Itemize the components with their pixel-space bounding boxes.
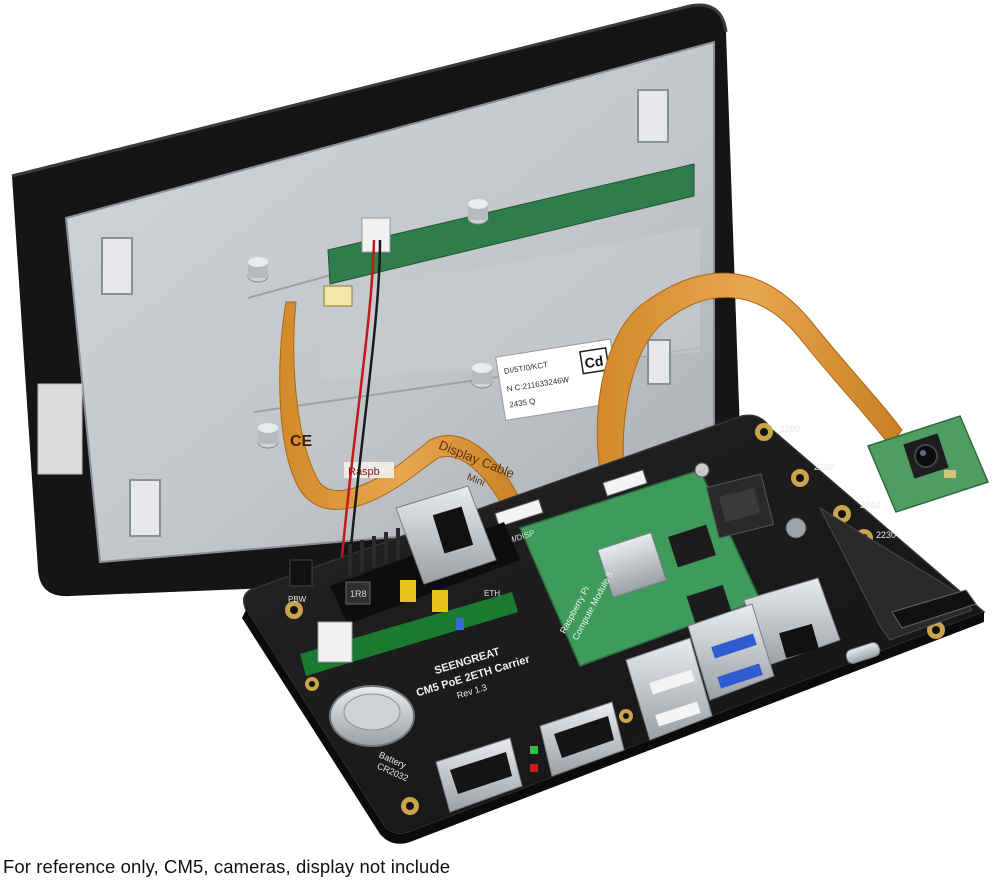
eth-label: ETH (484, 589, 500, 598)
photo-caption: For reference only, CM5, cameras, displa… (3, 856, 451, 877)
display-sticker: Cd DI/5T/0/KCT N C:211633246W 2435 Q (495, 338, 621, 421)
mount-clip (101, 237, 133, 295)
jst-connector (317, 621, 353, 663)
led-green (530, 746, 538, 754)
ssd-size-2260: 2260 (814, 462, 834, 472)
jumper-yellow (432, 590, 448, 612)
display-bezel-edge (11, 3, 728, 178)
ssd-size-2280: 2280 (780, 424, 800, 434)
driver-board (327, 163, 695, 285)
sticker-logo: Cd (583, 352, 604, 371)
camera-lens (914, 444, 938, 468)
cam-disp-connector (494, 498, 544, 528)
camera-module (866, 415, 990, 513)
usb-c-port (845, 642, 881, 664)
pbw-label: PBW (288, 595, 307, 604)
inductor-code: 1R8 (350, 589, 367, 599)
usb3-ports (687, 603, 775, 701)
carrier-board: 2280 2260 2242 2230 Raspberry Pi Compute… (242, 414, 986, 844)
ssd-size-2242: 2242 (860, 500, 880, 510)
display-ffc-connector (323, 285, 353, 307)
power-connector (361, 217, 391, 253)
led-red (530, 764, 538, 772)
camera-ribbon-cable (596, 272, 903, 473)
cm5-emmc (686, 584, 732, 624)
hdmi-port-2 (539, 701, 625, 777)
ribbon-brand: Raspb (348, 466, 380, 478)
power-button (289, 559, 313, 587)
header-pins (348, 528, 400, 576)
capacitor (785, 517, 807, 539)
mount-clip (647, 339, 671, 385)
poe-transformer: ETH (395, 485, 500, 598)
ribbon-ce-mark: CE (290, 433, 313, 450)
ethernet-port (743, 577, 841, 667)
usb2-ports (625, 637, 713, 741)
mount-clip (637, 89, 669, 143)
inductor-1r8 (345, 581, 371, 605)
ssd-size-2230: 2230 (876, 530, 896, 540)
battery-holder: Battery CR2032 (329, 685, 415, 783)
side-tape (37, 383, 83, 475)
standoffs (247, 199, 493, 449)
camera-connector (602, 469, 648, 497)
jumper-blue (456, 618, 464, 630)
cm5-ram (668, 524, 716, 568)
hdmi-port-1 (435, 737, 523, 813)
sticker-line-3: 2435 Q (509, 397, 536, 410)
jumper-yellow (400, 580, 416, 602)
cm5-module: Raspberry Pi Compute Module 5 (518, 469, 762, 667)
mount-clip (129, 479, 161, 537)
cm5-soc (597, 531, 667, 599)
